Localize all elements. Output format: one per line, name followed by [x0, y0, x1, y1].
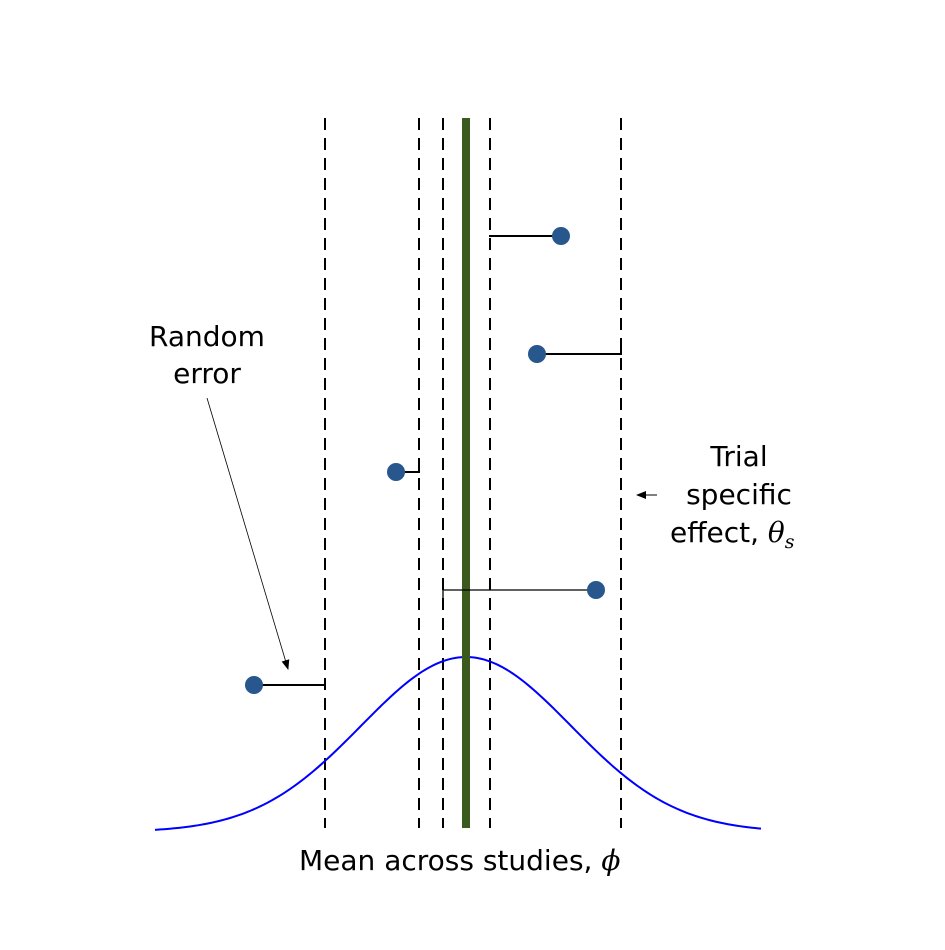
- mean-label-text: Mean across studies,: [299, 844, 601, 877]
- error-segment-2: [537, 342, 622, 355]
- error-segments: [254, 235, 622, 686]
- study-point-4: [587, 581, 605, 599]
- error-segment-1: [489, 235, 561, 237]
- distribution-curve: [154, 656, 762, 831]
- trial-effect-annotation: Trial specific effect, θs: [636, 440, 795, 553]
- trial-effect-label-line-3: effect, θs: [670, 516, 795, 553]
- study-point-1: [552, 227, 570, 245]
- trial-effect-lines: [324, 118, 622, 828]
- theta-symbol: θ: [768, 516, 785, 549]
- trial-effect-label-line-1: Trial: [709, 440, 767, 473]
- phi-symbol: ϕ: [601, 844, 620, 877]
- study-point-5: [245, 676, 263, 694]
- study-point-2: [528, 345, 546, 363]
- study-points: [245, 227, 605, 694]
- theta-subscript: s: [785, 531, 795, 553]
- mean-label: Mean across studies, ϕ: [299, 844, 620, 877]
- random-error-arrow: [206, 397, 290, 670]
- trial-effect-text: effect,: [670, 516, 768, 549]
- random-error-annotation: Random error: [149, 320, 290, 670]
- trial-effect-label-line-2: specific: [686, 478, 792, 511]
- study-point-3: [387, 463, 405, 481]
- random-error-label-line-2: error: [173, 357, 241, 390]
- random-error-label-line-1: Random: [149, 320, 265, 353]
- error-segment-4: [442, 589, 596, 601]
